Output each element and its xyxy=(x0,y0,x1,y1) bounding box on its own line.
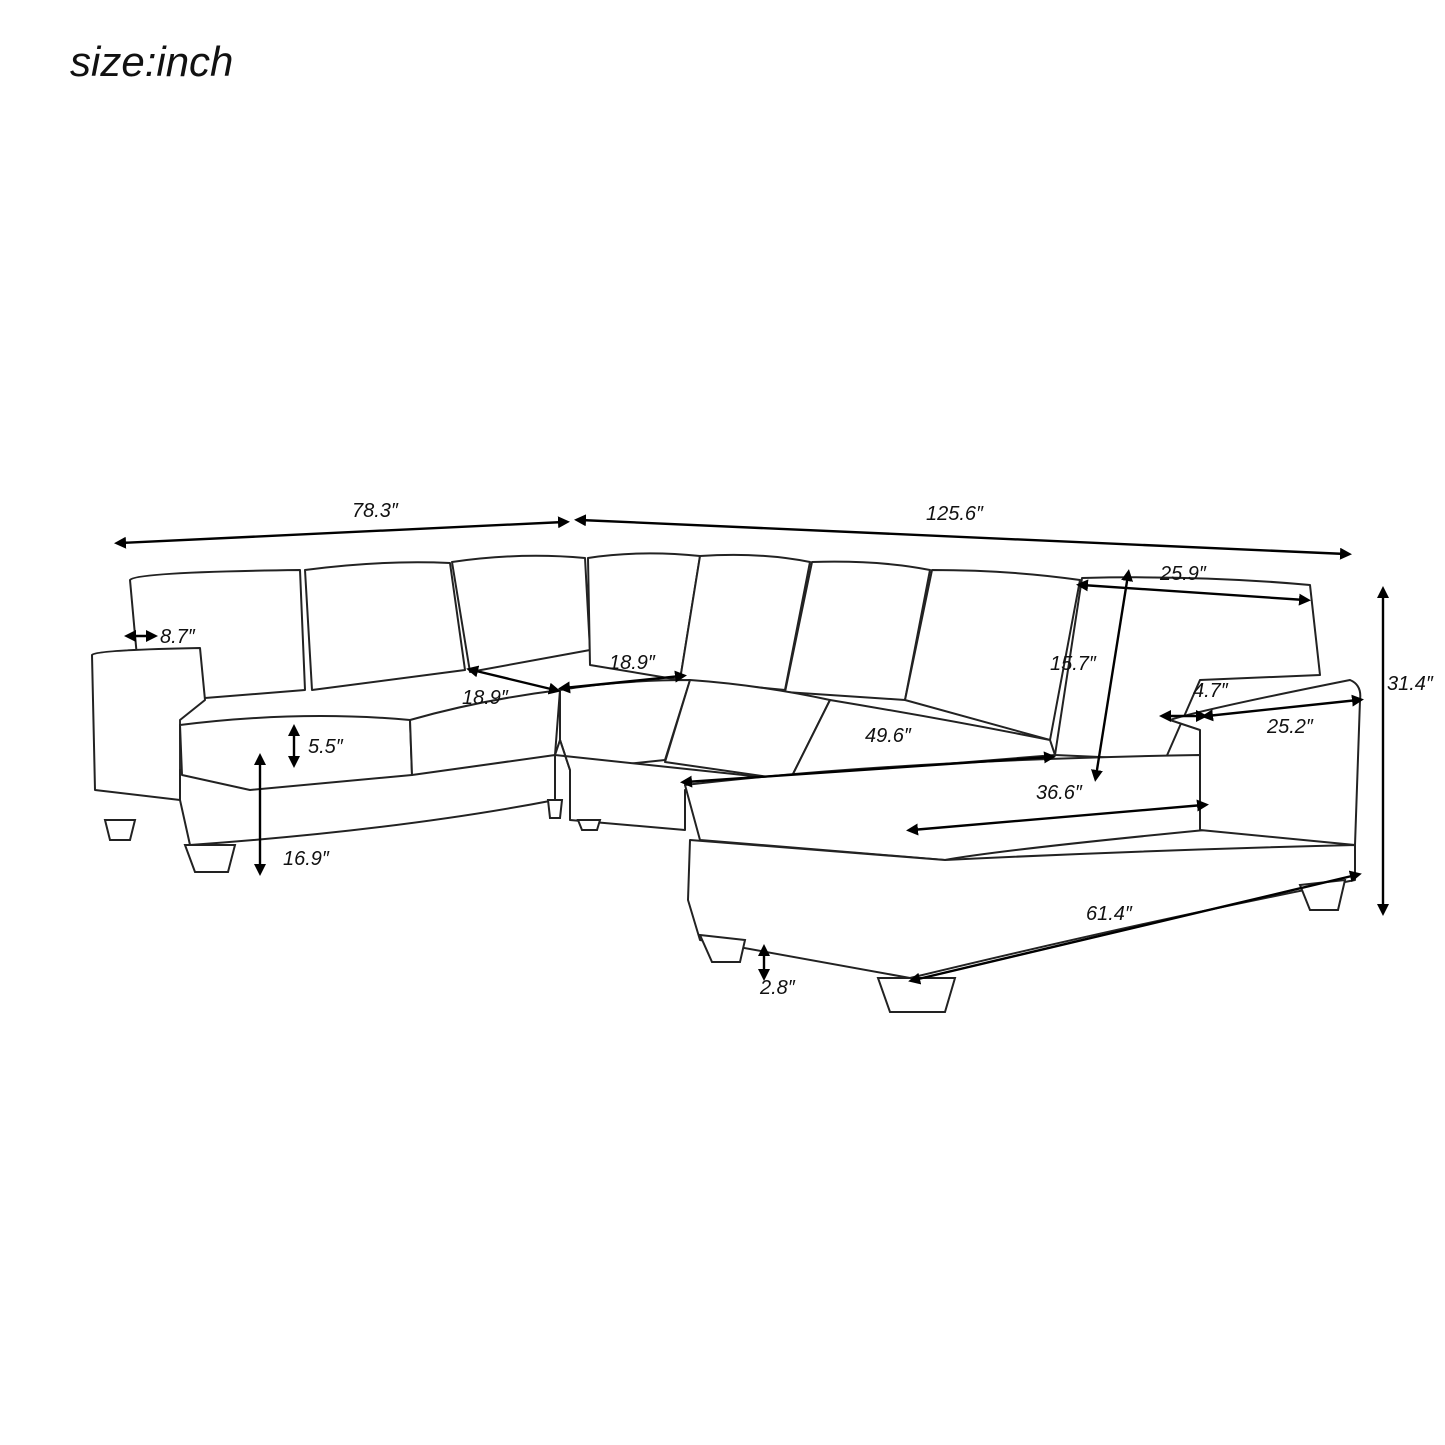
back-cushion xyxy=(784,560,931,701)
dimension-labels: 78.3″ 125.6″ 25.9″ 31.4″ 8.7″ 18.9″ 18.9… xyxy=(160,500,1434,999)
leg xyxy=(576,819,602,831)
label-78-3: 78.3″ xyxy=(352,500,399,522)
back-cushion xyxy=(451,554,591,673)
arrow-125-6 xyxy=(574,514,1352,560)
leg xyxy=(103,819,137,841)
label-15-7: 15.7″ xyxy=(1050,653,1097,675)
arrow-25-2 xyxy=(1201,694,1364,722)
label-5-5: 5.5″ xyxy=(308,736,344,758)
label-36-6: 36.6″ xyxy=(1036,782,1083,804)
label-18-9-upper: 18.9″ xyxy=(609,652,656,674)
arrow-78-3 xyxy=(114,516,570,549)
sofa-drawing xyxy=(91,552,1362,1013)
label-25-2: 25.2″ xyxy=(1266,716,1314,738)
leg xyxy=(183,844,237,873)
label-125-6: 125.6″ xyxy=(926,503,984,525)
label-4-7: 4.7″ xyxy=(1193,680,1229,702)
seat-cushion xyxy=(179,715,413,791)
label-8-7: 8.7″ xyxy=(160,626,196,648)
arrow-36-6 xyxy=(906,799,1209,836)
leg xyxy=(876,977,957,1013)
label-18-9-lower: 18.9″ xyxy=(462,687,509,709)
leg xyxy=(546,799,564,819)
back-cushion xyxy=(304,561,466,691)
arrow-18-9-upper xyxy=(558,670,687,694)
arrow-18-9-lower xyxy=(466,665,561,695)
label-16-9: 16.9″ xyxy=(283,848,330,870)
label-25-9: 25.9″ xyxy=(1159,563,1207,585)
arrow-49-6 xyxy=(680,751,1056,788)
leg xyxy=(1298,878,1347,911)
leg xyxy=(698,933,747,963)
label-2-8: 2.8″ xyxy=(759,977,796,999)
arrow-15-7 xyxy=(1091,569,1133,782)
size-unit-title: size:inch xyxy=(70,38,234,85)
chaise-base xyxy=(687,839,1356,979)
dimension-lines xyxy=(114,514,1389,985)
seat-cushion xyxy=(684,699,1056,786)
arrow-61-4 xyxy=(908,870,1362,985)
label-49-6: 49.6″ xyxy=(865,725,912,747)
label-31-4: 31.4″ xyxy=(1387,673,1434,695)
label-61-4: 61.4″ xyxy=(1086,903,1133,925)
middle-base xyxy=(554,739,791,831)
